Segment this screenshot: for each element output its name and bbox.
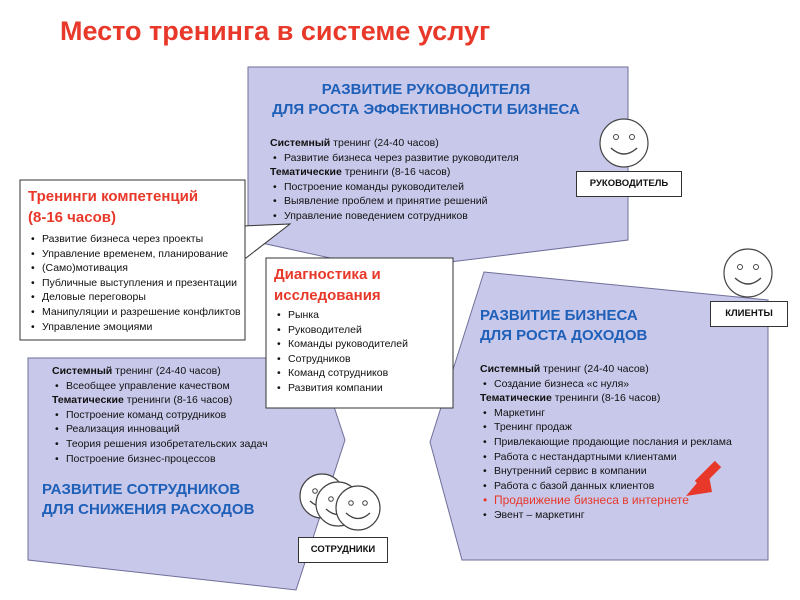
role-tag-clients: КЛИЕНТЫ xyxy=(710,301,788,327)
list-item: Работа с нестандартными клиентами xyxy=(480,450,765,465)
highlighted-item: Продвижение бизнеса в интернете xyxy=(480,493,765,508)
role-tag-staff: СОТРУДНИКИ xyxy=(298,537,388,563)
list-item: Привлекающие продающие послания и реклам… xyxy=(480,435,765,450)
list-item: Эвент – маркетинг xyxy=(480,508,765,523)
manager-title: РАЗВИТИЕ РУКОВОДИТЕЛЯ ДЛЯ РОСТА ЭФФЕКТИВ… xyxy=(272,81,580,118)
list-item: Развитие бизнеса через проекты xyxy=(28,232,243,247)
list-item: Внутренний сервис в компании xyxy=(480,464,765,479)
list-item: Управление эмоциями xyxy=(28,320,243,335)
list-item: Рынка xyxy=(274,308,449,323)
list-item: Руководителей xyxy=(274,323,449,338)
list-item: Деловые переговоры xyxy=(28,290,243,305)
list-item: Тренинг продаж xyxy=(480,420,765,435)
list-item: Управление поведением сотрудников xyxy=(270,209,616,224)
diagnostics-title: Диагностика и исследования xyxy=(274,266,381,304)
list-item: Всеобщее управление качеством xyxy=(52,379,308,394)
smiley-group-icon xyxy=(299,473,381,531)
list-item: Теория решения изобретательских задач xyxy=(52,437,308,452)
business-block: РАЗВИТИЕ БИЗНЕСА ДЛЯ РОСТА ДОХОДОВ Систе… xyxy=(480,306,765,523)
list-item: Построение бизнес-процессов xyxy=(52,452,308,467)
list-item: Маркетинг xyxy=(480,406,765,421)
list-item: Построение команды руководителей xyxy=(270,180,616,195)
list-item: Публичные выступления и презентации xyxy=(28,276,243,291)
staff-block: Системный тренинг (24-40 часов) Всеобщее… xyxy=(38,364,308,520)
list-item: Управление временем, планирование xyxy=(28,247,243,262)
list-item: Развитие бизнеса через развитие руководи… xyxy=(270,151,616,166)
manager-block: РАЗВИТИЕ РУКОВОДИТЕЛЯ ДЛЯ РОСТА ЭФФЕКТИВ… xyxy=(256,80,616,224)
list-item: Сотрудников xyxy=(274,352,449,367)
list-item: Построение команд сотрудников xyxy=(52,408,308,423)
list-item: Выявление проблем и принятие решений xyxy=(270,194,616,209)
diagnostics-block: Диагностика и исследования Рынка Руковод… xyxy=(274,264,449,396)
competency-block: Тренинги компетенций (8-16 часов) Развит… xyxy=(28,186,243,334)
list-item: Работа с базой данных клиентов xyxy=(480,479,765,494)
list-item: Создание бизнеса «с нуля» xyxy=(480,377,765,392)
role-tag-manager: РУКОВОДИТЕЛЬ xyxy=(576,171,682,197)
staff-title: РАЗВИТИЕ СОТРУДНИКОВ ДЛЯ СНИЖЕНИЯ РАСХОД… xyxy=(42,481,255,519)
manager-content: Системный тренинг (24-40 часов) Развитие… xyxy=(256,136,616,224)
competency-title: Тренинги компетенций (8-16 часов) xyxy=(28,188,199,226)
list-item: (Само)мотивация xyxy=(28,261,243,276)
list-item: Манипуляции и разрешение конфликтов xyxy=(28,305,243,320)
list-item: Команды руководителей xyxy=(274,337,449,352)
list-item: Команд сотрудников xyxy=(274,366,449,381)
list-item: Реализация инноваций xyxy=(52,422,308,437)
smiley-face-icon xyxy=(723,248,773,298)
business-title: РАЗВИТИЕ БИЗНЕСА ДЛЯ РОСТА ДОХОДОВ xyxy=(480,307,648,344)
page-title: Место тренинга в системе услуг xyxy=(60,16,491,46)
smiley-face-icon xyxy=(599,118,649,168)
